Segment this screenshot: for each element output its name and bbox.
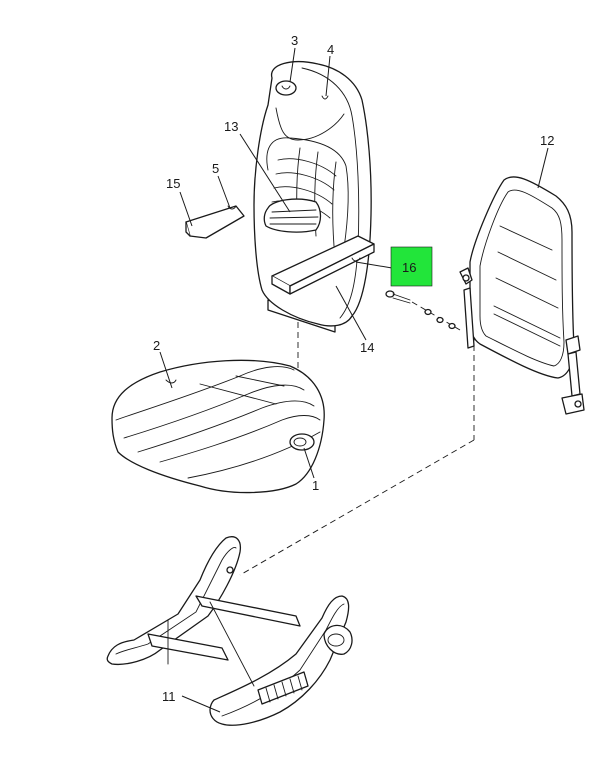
armrest-left [185,205,245,239]
callout-12: 12 [540,133,554,148]
seat-adjuster-base [106,536,353,726]
seat-cushion [111,359,325,494]
armrest-bolt-hardware [385,290,461,331]
assembly-lines [239,322,475,576]
callout-5: 5 [212,161,219,176]
callout-16[interactable]: 16 [402,260,416,275]
callout-14: 14 [360,340,374,355]
leader-lines [159,47,549,713]
callout-2: 2 [153,338,160,353]
seat-back [253,61,372,333]
highlight-box[interactable] [390,246,433,287]
callout-13: 13 [224,119,238,134]
armrest-right [271,235,375,295]
callout-3: 3 [291,33,298,48]
callout-labels: 3 4 13 5 15 12 14 2 1 11 [153,33,554,704]
highlight-part-16[interactable]: 16 [390,246,433,287]
callout-11: 11 [162,689,176,704]
lumbar-support [263,198,322,233]
callout-15: 15 [166,176,180,191]
callout-4: 4 [327,42,334,57]
callout-1: 1 [312,478,319,493]
seat-back-frame [459,176,585,415]
